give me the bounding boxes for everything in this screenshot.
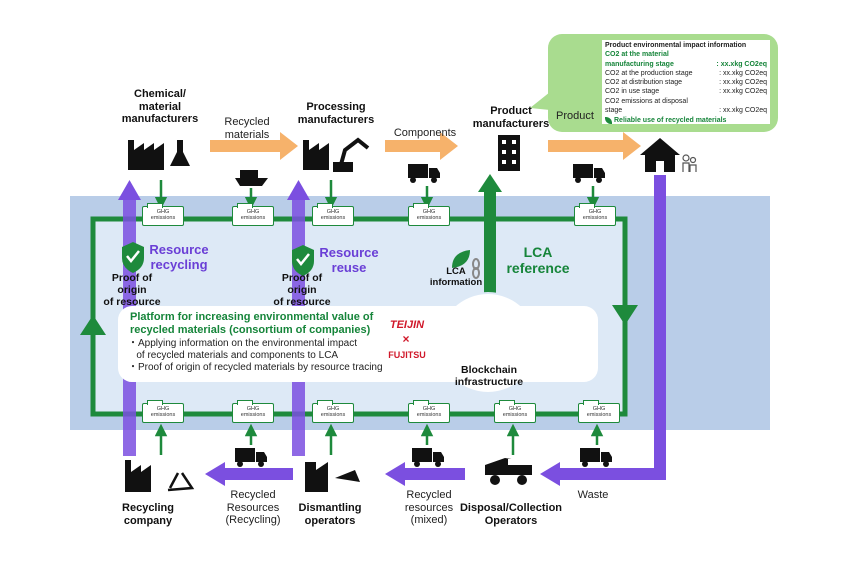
flow-recycled-resources-mixed: Recycled resources (mixed)	[404, 489, 454, 527]
info-row: CO2 at distribution stage: xx.xkg CO2eq	[605, 79, 767, 87]
bubble-tail	[530, 92, 550, 110]
ghg-tag: GHG emissions	[142, 400, 184, 423]
label-resource-reuse: Resource reuse	[319, 245, 379, 275]
shield-icon-2	[292, 245, 314, 276]
robot-arm-icon	[333, 137, 370, 172]
orange-arrow-2	[385, 132, 458, 160]
ghg-tag: GHG emissions	[494, 400, 536, 423]
label-lca-information: LCA information	[429, 266, 483, 288]
times-sign: ×	[402, 332, 410, 346]
logo-fujitsu: FUJITSU	[388, 350, 426, 360]
platform-title: Platform for increasing environmental va…	[130, 311, 374, 336]
factory-icon-chemical	[128, 140, 164, 170]
label-proof-origin-1: Proof of origin of resource	[103, 272, 161, 309]
info-row: CO2 at the production stage: xx.xkg CO2e…	[605, 69, 767, 77]
node-processing: Processing manufacturers	[297, 101, 375, 126]
info-row: CO2 at the material manufacturing stage:…	[605, 51, 767, 68]
garbage-truck-icon	[485, 458, 532, 485]
product-info-heading: Product environmental impact information	[605, 42, 747, 49]
info-row: CO2 emissions at disposal stage: xx.xkg …	[605, 97, 767, 115]
factory-icon-processing	[303, 140, 329, 170]
ghg-tag: GHG emissions	[312, 400, 354, 423]
truck-icon-2	[573, 164, 605, 183]
flask-icon	[170, 140, 190, 166]
orange-arrow-1	[210, 132, 298, 160]
lca-arrow	[478, 174, 502, 300]
flow-recycled-materials: Recycled materials	[224, 116, 270, 141]
purple-arrow-recycling-flow	[205, 462, 293, 486]
flow-waste: Waste	[577, 489, 609, 501]
label-lca-reference: LCA reference	[506, 244, 570, 277]
truck-icon-5	[580, 448, 612, 467]
factory-icon-recycling	[125, 460, 151, 492]
ghg-tag: GHG emissions	[578, 400, 620, 423]
flow-components: Components	[393, 127, 457, 139]
product-label: Product	[556, 110, 594, 122]
platform-bullet-1: ・Applying information on the environment…	[128, 338, 358, 361]
leaf-small-icon	[605, 117, 612, 125]
node-disposal: Disposal/Collection Operators	[459, 502, 563, 527]
flow-recycled-resources-recycling: Recycled Resources (Recycling)	[225, 489, 281, 527]
loop-arrow-up	[80, 315, 106, 335]
truck-icon-4	[412, 448, 444, 467]
label-resource-recycling: Resource recycling	[149, 242, 209, 272]
ghg-tag: GHG emissions	[232, 400, 274, 423]
ghg-tag: GHG emissions	[408, 400, 450, 423]
info-footer: Reliable use of recycled materials	[605, 116, 767, 125]
logo-teijin: TEIJIN	[389, 319, 425, 331]
purple-arrow-waste	[540, 175, 666, 486]
building-icon	[498, 135, 520, 171]
blockchain-label: Blockchain infrastructure	[454, 364, 524, 389]
truck-icon-1	[408, 164, 440, 183]
info-row: CO2 in use stage: xx.xkg CO2eq	[605, 88, 767, 96]
house-icon	[640, 138, 680, 172]
node-recycling: Recycling company	[122, 502, 174, 527]
node-chemical: Chemical/ material manufacturers	[121, 88, 199, 126]
chain-icon	[472, 258, 480, 279]
shield-icon-1	[122, 242, 144, 273]
node-product-manufacturers: Product manufacturers	[472, 105, 550, 130]
ghg-tag: GHG emissions	[142, 203, 184, 226]
truck-icon-3	[235, 448, 267, 467]
node-dismantling: Dismantling operators	[298, 502, 362, 527]
ghg-tag: GHG emissions	[312, 203, 354, 226]
recycle-icon	[167, 472, 195, 492]
ghg-tag: GHG emissions	[232, 203, 274, 226]
purple-arrow-mixed	[385, 462, 465, 486]
leaf-icon	[452, 250, 470, 268]
product-info-panel: Product environmental impact information…	[602, 40, 770, 124]
dismantling-icon	[305, 462, 360, 492]
label-proof-origin-2: Proof of origin of resource	[273, 272, 331, 309]
platform-bullet-2: ・Proof of origin of recycled materials b…	[128, 362, 383, 373]
ghg-tag: GHG emissions	[574, 203, 616, 226]
ghg-tag: GHG emissions	[408, 203, 450, 226]
platform-box	[118, 306, 598, 382]
orange-arrow-3	[548, 132, 641, 160]
family-icon	[682, 154, 697, 172]
ship-icon	[235, 170, 268, 186]
loop-arrow-down	[612, 305, 638, 325]
